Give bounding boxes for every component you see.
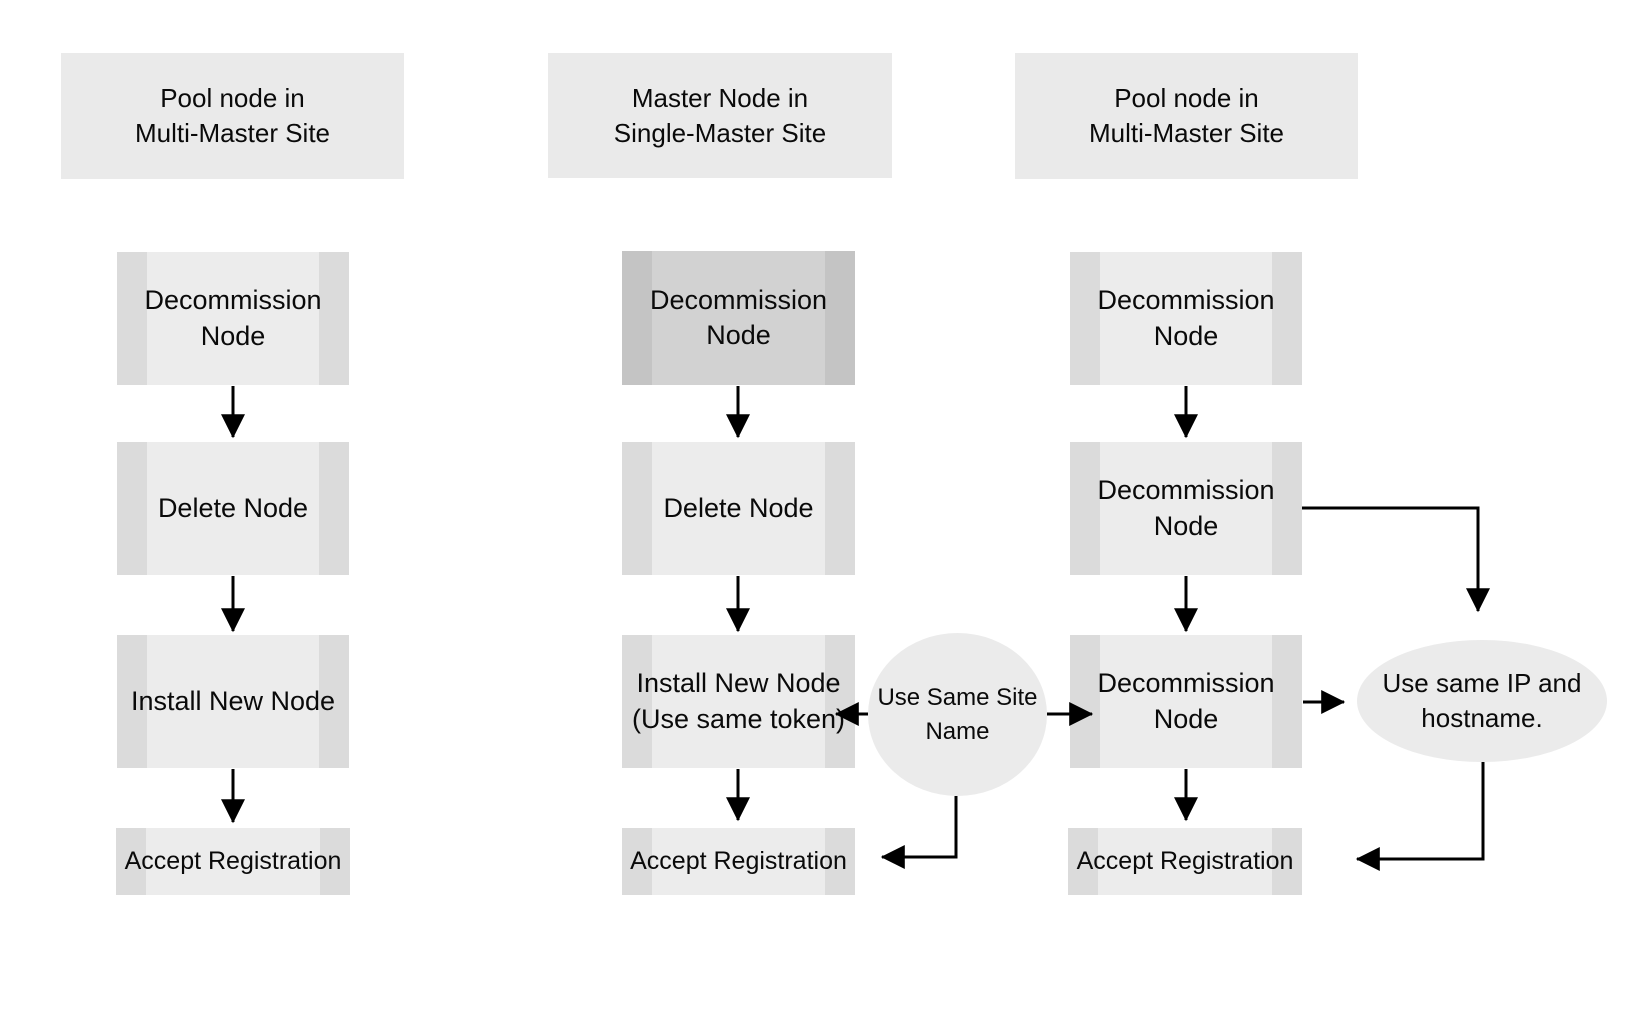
annotation-ellipse-use-same-ip-hostname: Use same IP and hostname.: [1357, 640, 1607, 762]
header-pool-node-multi-master-left: Pool node in Multi-Master Site: [61, 53, 404, 179]
col3-step-decommission-node-1: Decommission Node: [1070, 252, 1302, 385]
col1-step-decommission-node: Decommission Node: [117, 252, 349, 385]
col1-step-accept-registration: Accept Registration: [116, 828, 350, 895]
col3-step-decommission-node-3: Decommission Node: [1070, 635, 1302, 768]
col2-step-accept-registration: Accept Registration: [622, 828, 855, 895]
arrow-decommission2-to-ellipse: [1302, 506, 1490, 613]
annotation-circle-use-same-site-name: Use Same Site Name: [868, 633, 1047, 796]
col2-step-decommission-node: Decommission Node: [622, 251, 855, 385]
header-pool-node-multi-master-right: Pool node in Multi-Master Site: [1015, 53, 1358, 179]
header-master-node-single-master: Master Node in Single-Master Site: [548, 53, 892, 178]
col1-step-install-new-node: Install New Node: [117, 635, 349, 768]
col3-step-decommission-node-2: Decommission Node: [1070, 442, 1302, 575]
arrow-ellipse-to-accept-registration: [1355, 762, 1485, 871]
col2-step-install-new-node-same-token: Install New Node (Use same token): [622, 635, 855, 768]
col2-step-delete-node: Delete Node: [622, 442, 855, 575]
arrow-circle-to-accept-registration: [880, 796, 958, 869]
col1-step-delete-node: Delete Node: [117, 442, 349, 575]
col3-step-accept-registration: Accept Registration: [1068, 828, 1302, 895]
